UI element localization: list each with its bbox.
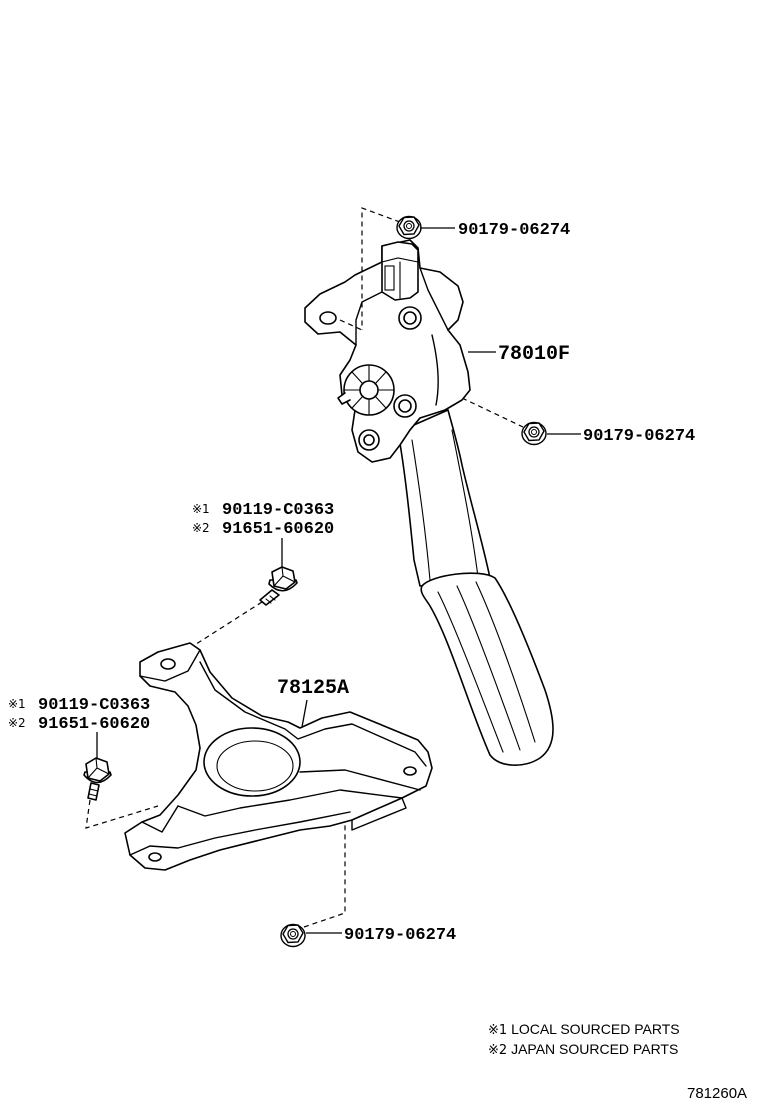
assembly-line-left-bolt: [85, 799, 159, 829]
callout-nut-top[interactable]: 90179-06274: [458, 221, 570, 240]
housing-boss-upper-bore: [403, 311, 417, 325]
nut-top-icon: [396, 215, 422, 240]
bolt-left-head-edge: [87, 757, 110, 779]
bracket-hole-lower-left: [148, 852, 162, 862]
sensor-rotor-spokes: [344, 365, 394, 415]
bracket-hole-upper-left: [160, 658, 176, 670]
bracket-top-flange: [199, 661, 427, 767]
connector-latch: [384, 265, 395, 291]
pedal-pad-rib: [456, 585, 521, 751]
housing-top-edge: [419, 267, 449, 331]
callout-nut-right[interactable]: 90179-06274: [583, 427, 695, 446]
bracket-bottom-edge: [129, 811, 351, 856]
housing-front-face: [355, 291, 383, 346]
pedal-arm-edge: [411, 439, 431, 581]
callout-bolt-upper-number-1[interactable]: 90119-C0363: [222, 501, 334, 520]
housing-right-boss: [431, 334, 439, 406]
note-local-sourced: ※1 LOCAL SOURCED PARTS: [488, 1021, 680, 1038]
callout-bolt-left-number-1[interactable]: 90119-C0363: [38, 696, 150, 715]
callout-bolt-upper-marker-2: ※2: [192, 521, 210, 535]
pedal-arm-edge-right: [451, 429, 479, 578]
callout-bolt-left-marker-2: ※2: [8, 716, 26, 730]
bracket-upper-ear-fold: [139, 649, 201, 682]
callout-bolt-upper-marker-1: ※1: [192, 502, 210, 516]
housing-lower-edge: [409, 417, 421, 431]
note-japan-sourced: ※2 JAPAN SOURCED PARTS: [488, 1041, 678, 1058]
note-text: LOCAL SOURCED PARTS: [511, 1021, 680, 1037]
bracket-lower-left-ear-fold: [141, 805, 179, 833]
sensor-rotor-tab: [337, 392, 351, 405]
assembly-line-top-nut: [339, 207, 401, 331]
connector-top-face: [381, 257, 419, 263]
diagram-code: 781260A: [687, 1085, 747, 1102]
pedal-arm: [397, 409, 491, 587]
bracket-center-opening: [203, 727, 301, 797]
leader-bracket: [301, 699, 308, 728]
bolt-upper-icon: [259, 566, 298, 606]
nut-bottom-icon: [280, 923, 306, 948]
callout-pedal-assembly[interactable]: 78010F: [498, 343, 570, 366]
bracket-opening-rim: [216, 740, 294, 792]
bracket-right-rib: [299, 769, 421, 791]
bolt-left-head: [85, 757, 110, 782]
note-marker: ※1: [488, 1023, 507, 1038]
note-marker: ※2: [488, 1043, 507, 1058]
bolt-left-icon: [83, 757, 112, 801]
bolt-upper-thread: [265, 595, 276, 604]
pedal-pad-rib: [437, 591, 504, 753]
bracket-hole-right: [403, 766, 417, 776]
bolt-upper-shank: [259, 589, 280, 606]
bolt-upper-head-edge: [273, 566, 296, 587]
assembly-line-bottom-nut: [303, 802, 346, 928]
callout-bracket[interactable]: 78125A: [277, 677, 349, 700]
bracket-right-depth: [351, 797, 407, 831]
callout-nut-bottom[interactable]: 90179-06274: [344, 926, 456, 945]
callout-bolt-left-marker-1: ※1: [8, 697, 26, 711]
housing-boss-middle-bore: [398, 399, 412, 413]
assembly-line-right-nut: [461, 397, 524, 428]
pedal-pad-rib: [475, 581, 536, 743]
bolt-left-thread: [88, 788, 99, 797]
note-text: JAPAN SOURCED PARTS: [511, 1041, 678, 1057]
callout-bolt-left-number-2[interactable]: 91651-60620: [38, 715, 150, 734]
bracket: [124, 642, 433, 871]
pedal-pad: [420, 572, 554, 766]
bracket-lower-fold: [177, 789, 403, 817]
nut-right-icon: [521, 421, 547, 446]
callout-bolt-upper-number-2[interactable]: 91651-60620: [222, 520, 334, 539]
bolt-left-shank: [87, 782, 100, 801]
housing-boss-lower-bore: [363, 434, 375, 446]
accelerator-pedal-assembly: [304, 239, 554, 766]
housing-mount-hole: [319, 311, 337, 325]
